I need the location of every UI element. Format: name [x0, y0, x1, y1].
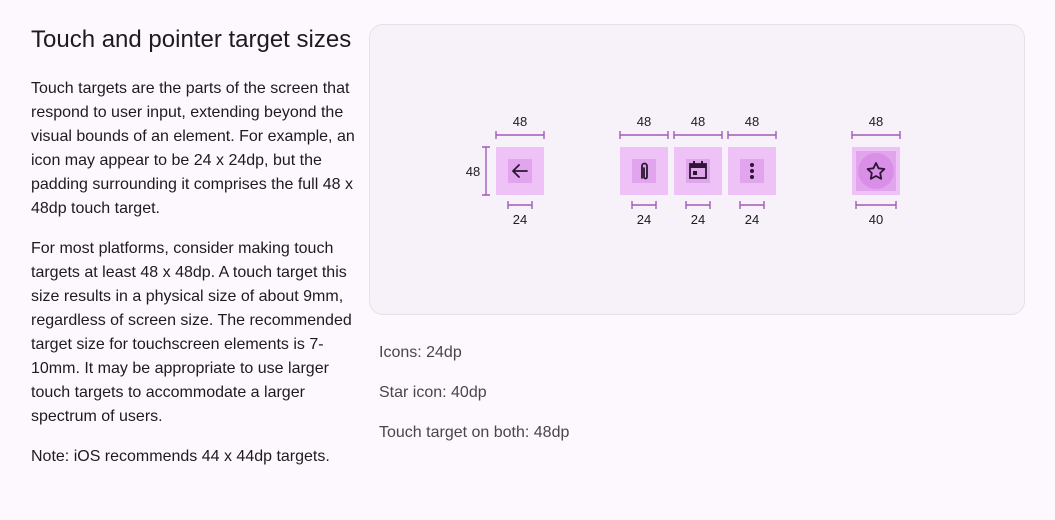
icon-circle — [858, 153, 894, 189]
target-more-vert: 48 24 — [727, 114, 777, 227]
figure-captions: Icons: 24dp Star icon: 40dp Touch target… — [379, 341, 569, 461]
calendar-icon — [689, 161, 707, 179]
icon-width-measure — [507, 201, 533, 209]
target-width-label: 48 — [513, 114, 527, 129]
target-width-measure — [727, 131, 777, 139]
icon-width-label: 40 — [869, 212, 883, 227]
caption-star-icon: Star icon: 40dp — [379, 384, 487, 401]
star-icon — [866, 162, 886, 180]
target-size-figure: 48 48 24 48 24 48 — [369, 24, 1025, 315]
icon-width-measure — [739, 201, 765, 209]
paragraph-ios-note: Note: iOS recommends 44 x 44dp targets. — [31, 448, 330, 465]
attachment-icon — [641, 162, 648, 180]
paragraph-touch-targets: Touch targets are the parts of the scree… — [31, 80, 355, 217]
target-width-measure — [673, 131, 723, 139]
page-title: Touch and pointer target sizes — [31, 26, 352, 53]
target-width-label: 48 — [691, 114, 705, 129]
target-width-measure — [851, 131, 901, 139]
figure-illustration: 48 48 24 48 24 48 — [466, 114, 901, 227]
more-vert-icon — [750, 163, 754, 179]
arrow-back-icon — [512, 164, 528, 178]
icon-width-label: 24 — [691, 212, 705, 227]
target-height-measure — [482, 146, 490, 196]
paragraph-platforms: For most platforms, consider making touc… — [31, 240, 352, 425]
target-arrow-back: 48 48 24 — [466, 114, 545, 227]
caption-icons: Icons: 24dp — [379, 344, 462, 361]
target-calendar: 48 24 — [673, 114, 723, 227]
article-text: Touch and pointer target sizes Touch tar… — [31, 24, 356, 485]
target-width-label: 48 — [745, 114, 759, 129]
target-width-label: 48 — [637, 114, 651, 129]
target-star: 48 40 — [851, 114, 901, 227]
target-attachment: 48 24 — [619, 114, 669, 227]
caption-touch-target: Touch target on both: 48dp — [379, 424, 570, 441]
icon-width-label: 24 — [745, 212, 759, 227]
icon-width-label: 24 — [513, 212, 527, 227]
target-height-label: 48 — [466, 164, 480, 179]
icon-width-measure — [855, 201, 897, 209]
target-width-measure — [495, 131, 545, 139]
target-width-label: 48 — [869, 114, 883, 129]
icon-width-label: 24 — [637, 212, 651, 227]
icon-width-measure — [685, 201, 711, 209]
target-width-measure — [619, 131, 669, 139]
icon-width-measure — [631, 201, 657, 209]
